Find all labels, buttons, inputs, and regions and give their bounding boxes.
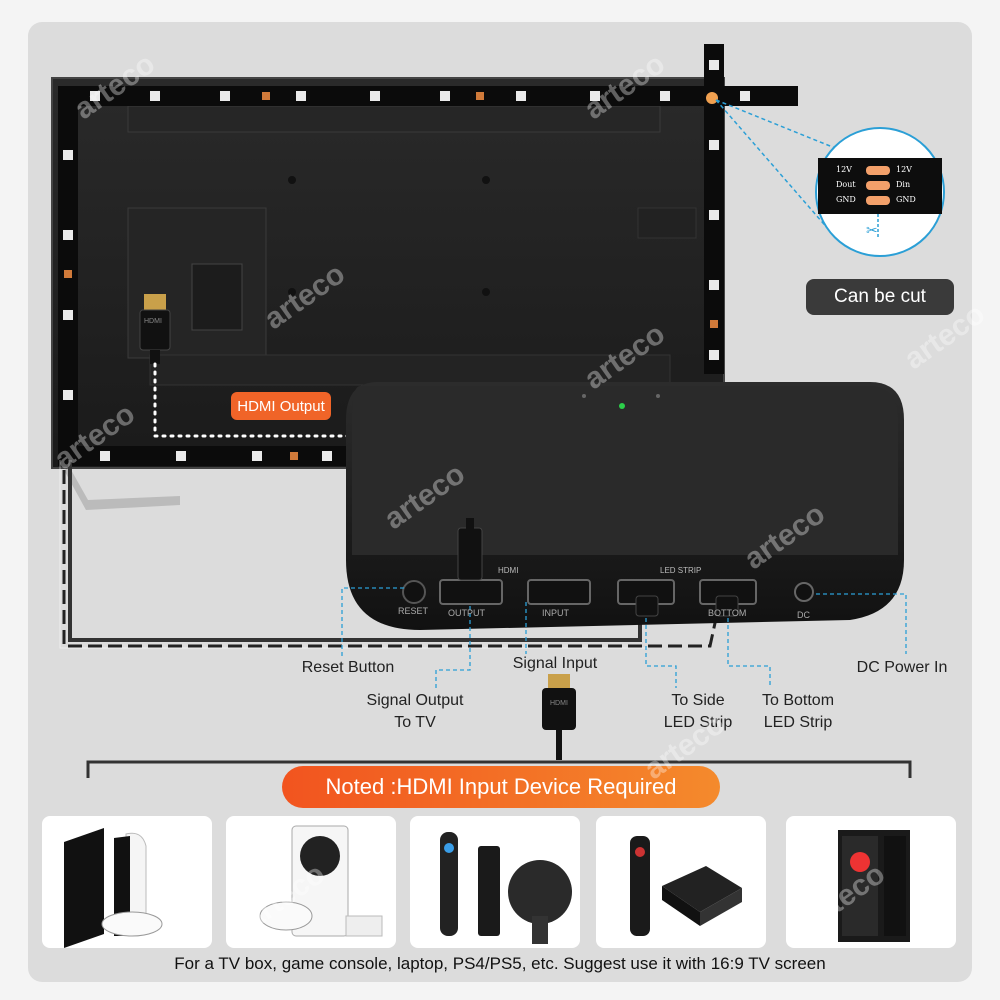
tv-hdmi-plug [139, 294, 472, 522]
dc-port-label: DC [797, 610, 810, 620]
tv-box-icon [630, 836, 742, 936]
sync-box [346, 382, 904, 630]
device-bracket [86, 760, 912, 778]
strip-zoom-callout [715, 99, 945, 257]
signal-input-callout: Signal Input [512, 655, 598, 672]
device-card-playstation [42, 816, 212, 948]
callout-lines [341, 587, 907, 690]
device-card-pc [786, 816, 956, 948]
led-strip-group-label: LED STRIP [660, 566, 702, 575]
device-card-streaming [410, 816, 580, 948]
output-port-label: OUTPUT [448, 608, 485, 618]
reset-port-label: RESET [398, 606, 429, 616]
noted-banner: Noted :HDMI Input Device Required [282, 766, 720, 808]
hdmi-group-label: HDMI [498, 566, 519, 575]
xbox-icon [259, 825, 383, 937]
scissors-icon: ✂ [866, 222, 878, 238]
reset-button-callout: Reset Button [301, 659, 395, 676]
can-be-cut-badge: Can be cut [806, 279, 954, 315]
footer-note: For a TV box, game console, laptop, PS4/… [174, 954, 826, 973]
input-cable-label: HDMI [550, 700, 568, 707]
input-port-label: INPUT [542, 608, 569, 618]
bottom-port-label: BOTTOM [708, 608, 747, 618]
gaming-pc-icon [838, 830, 910, 942]
dc-power-callout: DC Power In [856, 659, 948, 676]
fire-tv-stick-icon [440, 832, 572, 944]
playstation-icon [64, 828, 163, 948]
led-strip-frame [58, 44, 798, 466]
device-card-xbox [226, 816, 396, 948]
hdmi-output-badge: HDMI Output [231, 392, 331, 420]
input-hdmi-cable [542, 674, 576, 760]
tv-cable-label: HDMI [144, 318, 162, 325]
device-card-tv-box [596, 816, 766, 948]
